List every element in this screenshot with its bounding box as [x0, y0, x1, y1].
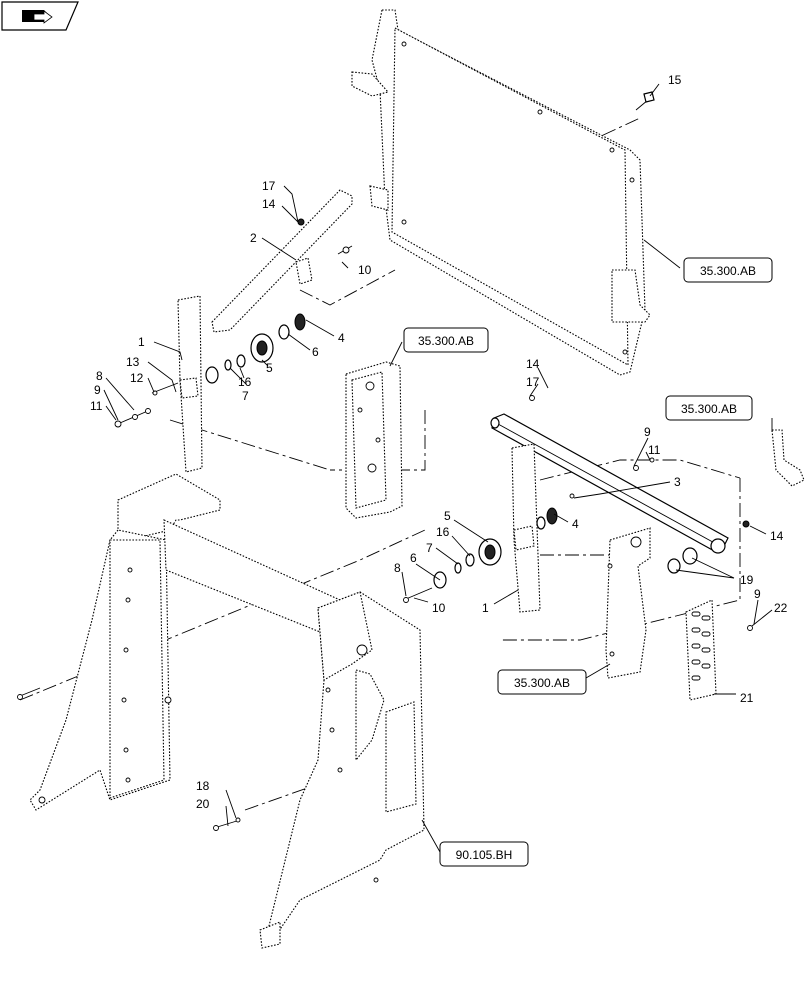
- part-1-plate-left: [177, 295, 203, 473]
- callout-15: 15: [668, 73, 682, 87]
- callout-9-far: 9: [754, 587, 761, 601]
- part-19-washers: [667, 547, 698, 574]
- callout-labels: 15 17 14 2 10 4 6 5 16 7 1 13 12 8 9 11 …: [90, 73, 788, 811]
- svg-text:90.105.BH: 90.105.BH: [456, 848, 513, 862]
- book-arrow-icon[interactable]: [1, 1, 79, 31]
- callout-17-mid: 17: [526, 375, 540, 389]
- svg-text:35.300.AB: 35.300.AB: [514, 676, 570, 690]
- callout-7-left: 7: [242, 389, 249, 403]
- hardware-stack-left: [114, 313, 306, 428]
- part-1-plate-right: [511, 443, 541, 613]
- callout-16-right: 16: [436, 525, 450, 539]
- callout-14-top: 14: [262, 197, 276, 211]
- center-bracket: [345, 361, 403, 519]
- ref-box-bracket-right[interactable]: 35.300.AB: [665, 395, 753, 421]
- far-right-bracket: [771, 429, 805, 487]
- callout-16-left: 16: [238, 375, 252, 389]
- callout-19: 19: [740, 573, 754, 587]
- ref-box-plate-lower[interactable]: 35.300.AB: [497, 669, 587, 695]
- callout-10-top: 10: [358, 263, 372, 277]
- callout-1-right: 1: [482, 601, 489, 615]
- callout-9-left: 9: [94, 383, 101, 397]
- part-2-bracket: [211, 189, 353, 333]
- callout-11-left: 11: [90, 399, 103, 413]
- part-21-slotted-plate: [685, 599, 753, 701]
- callout-4-left: 4: [338, 331, 345, 345]
- callout-3: 3: [674, 475, 681, 489]
- svg-text:35.300.AB: 35.300.AB: [681, 402, 737, 416]
- ref-box-frame-top-right[interactable]: 35.300.AB: [683, 257, 773, 283]
- callout-20: 20: [196, 797, 210, 811]
- callout-17-top: 17: [262, 179, 276, 193]
- callout-4-right: 4: [572, 517, 579, 531]
- callout-5-left: 5: [266, 361, 273, 375]
- callout-2: 2: [250, 231, 257, 245]
- callout-11-right: 11: [648, 443, 661, 457]
- callout-10-right: 10: [432, 601, 446, 615]
- leader-lines: [103, 83, 773, 853]
- ref-box-main-frame[interactable]: 90.105.BH: [439, 841, 529, 867]
- callout-8-right: 8: [394, 561, 401, 575]
- part-3-shaft: [490, 413, 729, 554]
- callout-21: 21: [740, 691, 754, 705]
- right-side-plate: [605, 527, 651, 679]
- callout-5-right: 5: [444, 509, 451, 523]
- callout-22: 22: [774, 601, 788, 615]
- hardware-stack-right: [403, 395, 750, 603]
- main-frame: [17, 473, 425, 949]
- ref-box-bracket-center[interactable]: 35.300.AB: [403, 327, 489, 353]
- svg-text:35.300.AB: 35.300.AB: [418, 334, 474, 348]
- callout-9-right: 9: [644, 425, 651, 439]
- callout-14-right: 14: [770, 529, 784, 543]
- svg-text:35.300.AB: 35.300.AB: [700, 264, 756, 278]
- callout-6-right: 6: [410, 551, 417, 565]
- callout-7-right: 7: [426, 541, 433, 555]
- callout-8-left: 8: [96, 369, 103, 383]
- callout-18: 18: [196, 779, 210, 793]
- callout-12: 12: [130, 371, 144, 385]
- radiator-frame: [351, 9, 651, 376]
- callout-13: 13: [126, 355, 140, 369]
- callout-6-left: 6: [312, 345, 319, 359]
- callout-1-left: 1: [138, 335, 145, 349]
- callout-14-mid: 14: [526, 357, 540, 371]
